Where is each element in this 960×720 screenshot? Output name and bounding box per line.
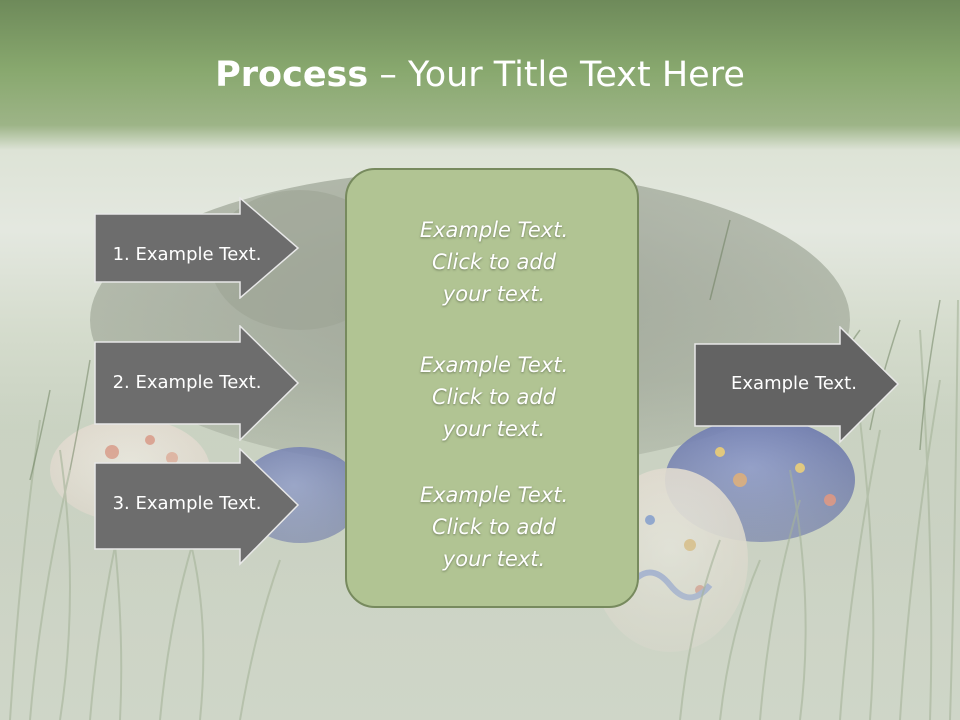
center-line: Example Text. [419, 483, 569, 507]
center-line: your text. [442, 282, 546, 306]
center-text-box: Example Text. Click to add your text. Ex… [345, 168, 639, 608]
left-arrow-2-label: 2. Example Text. [112, 372, 262, 393]
center-text-block-2: Example Text. Click to add your text. [347, 349, 641, 445]
center-line: Click to add [431, 250, 556, 274]
center-line: Click to add [431, 385, 556, 409]
title-bold: Process [215, 55, 369, 95]
center-line: your text. [442, 417, 546, 441]
title-rest: – Your Title Text Here [368, 55, 745, 95]
left-arrow-3-label: 3. Example Text. [112, 493, 262, 514]
right-arrow-label: Example Text. [731, 373, 857, 394]
center-text-block-3: Example Text. Click to add your text. [347, 479, 641, 575]
slide-title: Process – Your Title Text Here [0, 52, 960, 98]
left-arrow-2 [94, 325, 300, 441]
left-arrow-1 [94, 197, 300, 299]
left-arrow-1-label: 1. Example Text. [112, 244, 262, 265]
center-line: your text. [442, 547, 546, 571]
right-arrow [694, 326, 900, 444]
center-line: Click to add [431, 515, 556, 539]
left-arrow-3 [94, 448, 300, 566]
center-line: Example Text. [419, 218, 569, 242]
center-text-block-1: Example Text. Click to add your text. [347, 214, 641, 310]
center-line: Example Text. [419, 353, 569, 377]
